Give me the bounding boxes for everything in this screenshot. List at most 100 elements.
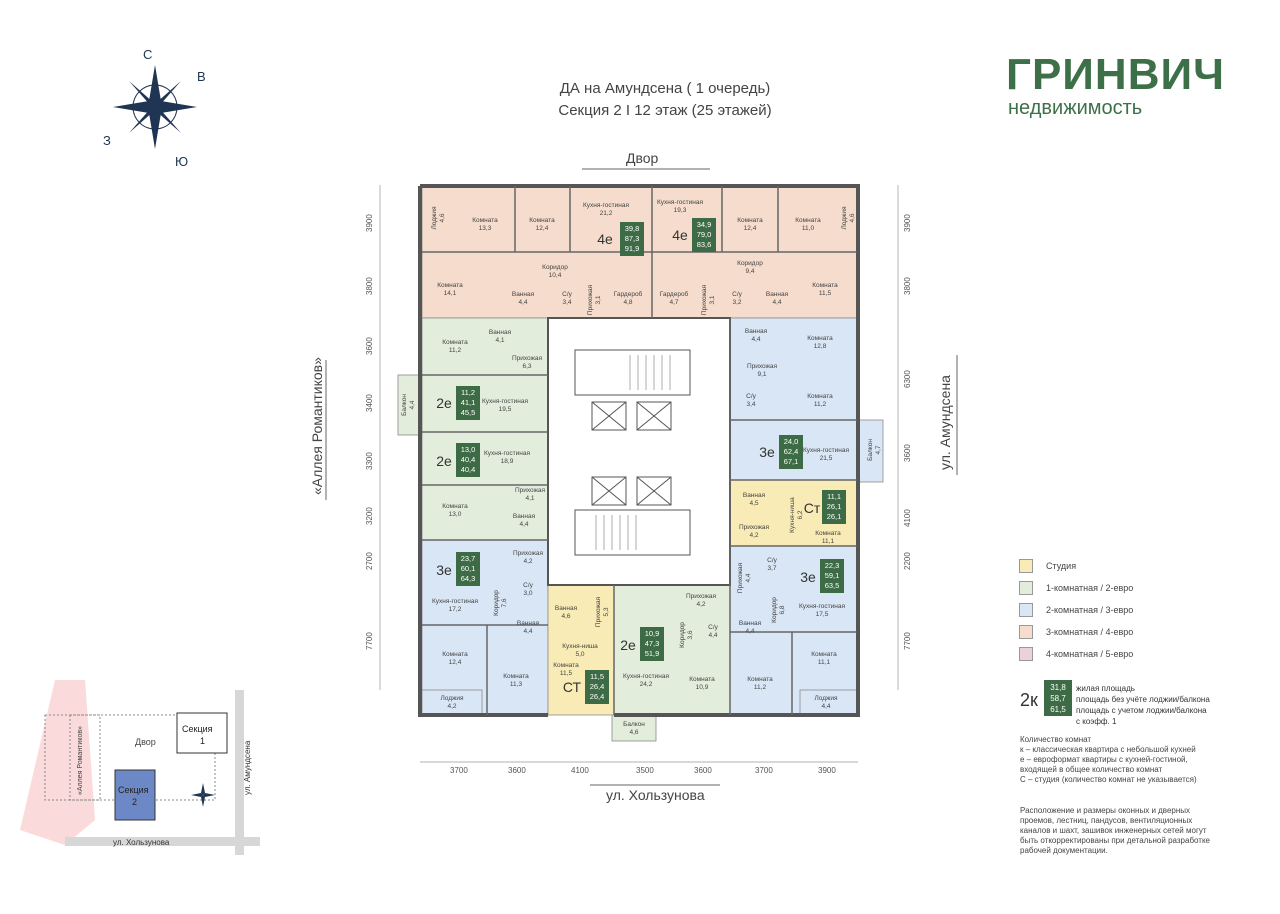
- svg-text:Комната: Комната: [747, 676, 773, 683]
- brand-subtitle: недвижимость: [1008, 97, 1143, 119]
- svg-text:С/у: С/у: [708, 624, 719, 631]
- svg-text:67,1: 67,1: [784, 457, 799, 466]
- svg-text:4,4: 4,4: [409, 400, 416, 409]
- svg-text:Ванная: Ванная: [745, 328, 768, 335]
- svg-text:3е: 3е: [436, 562, 452, 578]
- minimap-section-2-num: 2: [132, 797, 137, 807]
- svg-text:26,1: 26,1: [827, 502, 842, 511]
- apartment-badge-6[interactable]: 2е 10,947,351,9: [620, 627, 664, 661]
- compass-east: В: [197, 69, 206, 84]
- svg-text:47,3: 47,3: [645, 639, 660, 648]
- svg-text:Ванная: Ванная: [743, 492, 766, 499]
- svg-text:11,1: 11,1: [818, 659, 831, 666]
- svg-text:13,3: 13,3: [479, 225, 492, 232]
- street-right: ул. Амундсена: [937, 375, 953, 470]
- svg-text:19,5: 19,5: [499, 406, 512, 413]
- svg-text:2е: 2е: [436, 395, 452, 411]
- svg-text:Комната: Комната: [442, 339, 468, 346]
- svg-text:Прихожая: Прихожая: [512, 355, 543, 362]
- svg-text:60,1: 60,1: [461, 564, 476, 573]
- svg-text:4,6: 4,6: [561, 613, 570, 620]
- street-bottom: ул. Хользунова: [606, 787, 705, 803]
- svg-text:6,3: 6,3: [522, 363, 531, 370]
- apartment-badge-1[interactable]: 4е 34,979,083,6: [672, 218, 716, 252]
- svg-text:Балкон: Балкон: [623, 721, 645, 728]
- apartment-badge-8[interactable]: Ст 11,126,126,1: [804, 490, 846, 524]
- svg-text:Ванная: Ванная: [489, 329, 512, 336]
- apartment-zone-2e-left[interactable]: [421, 317, 549, 541]
- svg-text:Кухня-гостиная: Кухня-гостиная: [623, 673, 669, 680]
- room-59: С/у3,7: [767, 557, 778, 572]
- svg-text:23,7: 23,7: [461, 554, 476, 563]
- svg-text:11,5: 11,5: [590, 672, 604, 681]
- svg-text:С/у: С/у: [767, 557, 778, 564]
- svg-text:Комната: Комната: [815, 530, 841, 537]
- svg-text:12,8: 12,8: [814, 343, 827, 350]
- svg-text:62,4: 62,4: [784, 447, 799, 456]
- apartment-badge-0[interactable]: 4е 39,887,391,9: [597, 222, 644, 256]
- svg-text:4,4: 4,4: [751, 336, 760, 343]
- svg-text:3,7: 3,7: [767, 565, 776, 572]
- svg-text:4е: 4е: [672, 227, 688, 243]
- apartment-badge-7[interactable]: 3е 24,062,467,1: [759, 435, 803, 469]
- compass-rose-icon: С В Ю З: [103, 47, 206, 169]
- svg-text:Прихожая: Прихожая: [513, 550, 544, 557]
- svg-text:13,0: 13,0: [461, 445, 476, 454]
- svg-text:14,1: 14,1: [444, 290, 457, 297]
- svg-text:45,5: 45,5: [461, 408, 476, 417]
- apartment-badge-2[interactable]: 2е 11,241,145,5: [436, 386, 480, 420]
- dim-left-2: 3600: [365, 337, 374, 355]
- svg-text:Лоджия: Лоджия: [841, 206, 848, 230]
- svg-text:Прихожая: Прихожая: [515, 487, 546, 494]
- svg-text:9,1: 9,1: [757, 371, 766, 378]
- svg-text:4,2: 4,2: [523, 558, 532, 565]
- brand-name: ГРИНВИЧ: [1006, 50, 1226, 99]
- svg-text:4,2: 4,2: [447, 703, 456, 710]
- svg-text:6,2: 6,2: [797, 510, 804, 519]
- svg-text:91,9: 91,9: [625, 244, 640, 253]
- room-17: С/у3,2: [732, 291, 743, 306]
- svg-text:Прихожая: Прихожая: [739, 524, 770, 531]
- apartment-badge-9[interactable]: 3е 22,359,163,5: [800, 559, 844, 593]
- svg-text:12,4: 12,4: [536, 225, 549, 232]
- svg-text:Ванная: Ванная: [512, 291, 535, 298]
- room-50: С/у3,4: [746, 393, 757, 408]
- dim-bottom-3: 3500: [636, 766, 654, 775]
- minimap-yard: Двор: [135, 737, 156, 747]
- apartment-zone-2e-bottom[interactable]: [613, 584, 731, 716]
- apartment-badge-3[interactable]: 2е 13,040,440,4: [436, 443, 480, 477]
- svg-text:Комната: Комната: [811, 651, 837, 658]
- svg-text:3е: 3е: [759, 444, 775, 460]
- svg-text:9,4: 9,4: [745, 268, 754, 275]
- svg-text:Балкон: Балкон: [867, 439, 874, 461]
- svg-text:4,7: 4,7: [669, 299, 678, 306]
- svg-text:11,1: 11,1: [827, 492, 841, 501]
- compass-south: Ю: [175, 154, 188, 169]
- dim-left-4: 3300: [365, 452, 374, 470]
- svg-text:11,3: 11,3: [510, 681, 523, 688]
- apartment-badge-4[interactable]: 3е 23,760,164,3: [436, 552, 480, 586]
- apartment-badge-5[interactable]: СТ 11,526,426,4: [563, 670, 609, 704]
- apartment-zone-3e-left[interactable]: [421, 539, 549, 716]
- svg-text:59,1: 59,1: [825, 571, 840, 580]
- svg-text:11,2: 11,2: [449, 347, 462, 354]
- disclaimer: Расположение и размеры оконных и дверных…: [1020, 806, 1211, 855]
- svg-text:Лоджия: Лоджия: [431, 206, 438, 230]
- svg-text:26,4: 26,4: [590, 682, 605, 691]
